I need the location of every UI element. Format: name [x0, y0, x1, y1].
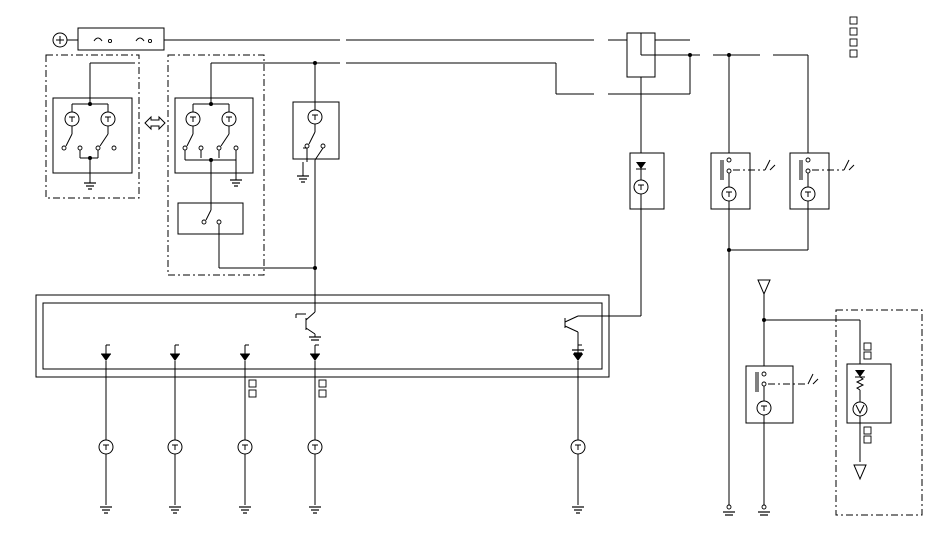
- pushbutton-icon: [807, 373, 819, 385]
- ground-icon: [100, 506, 112, 514]
- indicator-lamp-icon: [570, 439, 586, 455]
- indicator-lamp-icon: [237, 439, 253, 455]
- optional-lamp-module: [835, 309, 923, 516]
- switch-contact-icon: [61, 133, 117, 151]
- indicator-lamp-icon: [800, 186, 816, 202]
- transistor-icon: [564, 315, 584, 357]
- ground-icon: [169, 506, 181, 514]
- diode-icon: [101, 354, 111, 361]
- indicator-lamp-icon: [307, 109, 323, 125]
- diode-icon: [310, 354, 320, 361]
- switch-assembly-1: [45, 54, 140, 199]
- indicator-lamp-icon: [64, 111, 80, 127]
- double-arrow-icon: [144, 115, 166, 131]
- right-switch-module-1: [710, 53, 776, 250]
- indicator-lamp-icon: [221, 111, 237, 127]
- flasher-unit: [626, 32, 656, 153]
- ground-icon: [239, 506, 251, 514]
- indicator-lamp-icon: [721, 186, 737, 202]
- ground-icon: [723, 504, 735, 516]
- power-source-terminal: [52, 32, 68, 48]
- output-channel: [570, 344, 586, 514]
- indicator-lamp-icon: [100, 111, 116, 127]
- indicator-lamp-icon: [167, 439, 183, 455]
- label-square: [248, 379, 257, 388]
- pushbutton-icon: [764, 159, 776, 171]
- output-channel: [237, 344, 257, 514]
- ground-icon: [572, 506, 584, 514]
- label-square: [318, 379, 327, 388]
- output-channel: [98, 344, 114, 514]
- ground-icon: [84, 182, 96, 190]
- pushbutton-icon: [843, 159, 855, 171]
- switch-contact-icon: [304, 131, 326, 149]
- ground-icon: [230, 179, 242, 187]
- led-lamp-icon: [852, 401, 868, 417]
- label-square: [248, 389, 257, 398]
- lamp-module-center: [578, 152, 665, 317]
- lamp-switch-3: [262, 61, 556, 312]
- switch-assembly-2: [167, 54, 315, 276]
- switch-contact-icon: [182, 133, 239, 151]
- switch-contact-icon: [201, 209, 222, 225]
- right-switch-module-2: [789, 55, 855, 250]
- fuse-box: [77, 27, 165, 51]
- relay-switch-module-lower: [745, 320, 819, 516]
- antenna-triangle-icon: [757, 279, 861, 364]
- indicator-lamp-icon: [307, 439, 323, 455]
- feed-wire: [555, 53, 808, 95]
- indicator-lamp-icon: [756, 400, 772, 416]
- output-channel: [167, 344, 183, 514]
- output-channel: [307, 344, 327, 514]
- control-unit: [35, 294, 610, 378]
- indicator-lamp-icon: [185, 111, 201, 127]
- indicator-lamp-icon: [633, 179, 649, 195]
- diode-icon: [573, 354, 583, 361]
- transistor-icon: [295, 311, 321, 341]
- label-square: [318, 389, 327, 398]
- indicator-lamp-icon: [98, 439, 114, 455]
- legend-squares: [849, 16, 858, 58]
- diode-icon: [240, 354, 250, 361]
- ground-icon: [297, 175, 309, 183]
- ground-icon: [309, 506, 321, 514]
- output-channels: [98, 344, 586, 514]
- connector-triangle-icon: [853, 464, 867, 481]
- diode-icon: [170, 354, 180, 361]
- ground-icon: [758, 504, 770, 516]
